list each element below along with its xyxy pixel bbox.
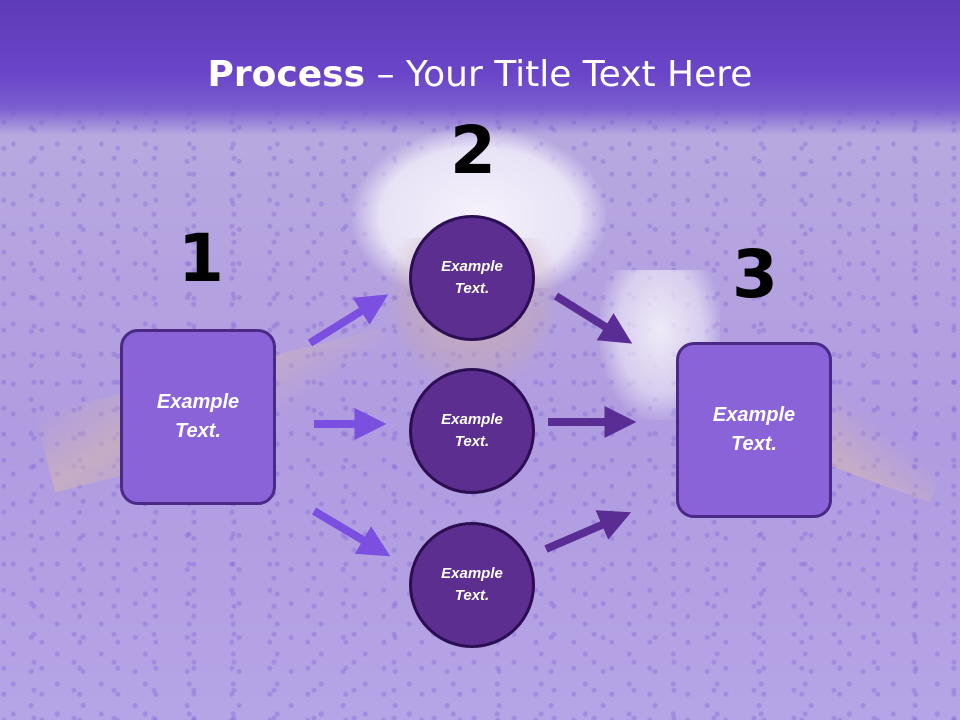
title-band (0, 0, 960, 135)
arrow-from-circle-top (553, 292, 633, 344)
left-box-line2: Text. (175, 420, 221, 442)
left-text-box[interactable]: Example Text. (120, 329, 276, 505)
circle-bottom-line1: Example (441, 564, 503, 582)
title-bold-part: Process (207, 54, 366, 95)
right-box-line1: Example (712, 404, 796, 426)
step-number-2: 2 (450, 112, 496, 189)
circle-middle-line2: Text. (454, 433, 490, 450)
right-box-line2: Text. (731, 433, 777, 455)
circle-middle-line1: Example (441, 410, 503, 428)
title-rest-part: – Your Title Text Here (365, 54, 753, 95)
circle-top-line1: Example (441, 257, 503, 275)
step-number-1: 1 (178, 220, 224, 297)
circle-bottom[interactable]: Example Text. (409, 522, 535, 648)
slide-title[interactable]: Process – Your Title Text Here (0, 54, 960, 95)
arrow-to-circle-bottom (311, 507, 391, 557)
arrow-to-circle-top (307, 294, 389, 347)
circle-top-line2: Text. (454, 280, 490, 297)
left-box-line1: Example (156, 391, 240, 413)
step-number-3: 3 (732, 236, 778, 313)
circle-bottom-line2: Text. (454, 587, 490, 604)
circle-middle[interactable]: Example Text. (409, 368, 535, 494)
circle-top[interactable]: Example Text. (409, 215, 535, 341)
right-text-box[interactable]: Example Text. (676, 342, 832, 518)
arrow-from-circle-bottom (544, 510, 632, 553)
